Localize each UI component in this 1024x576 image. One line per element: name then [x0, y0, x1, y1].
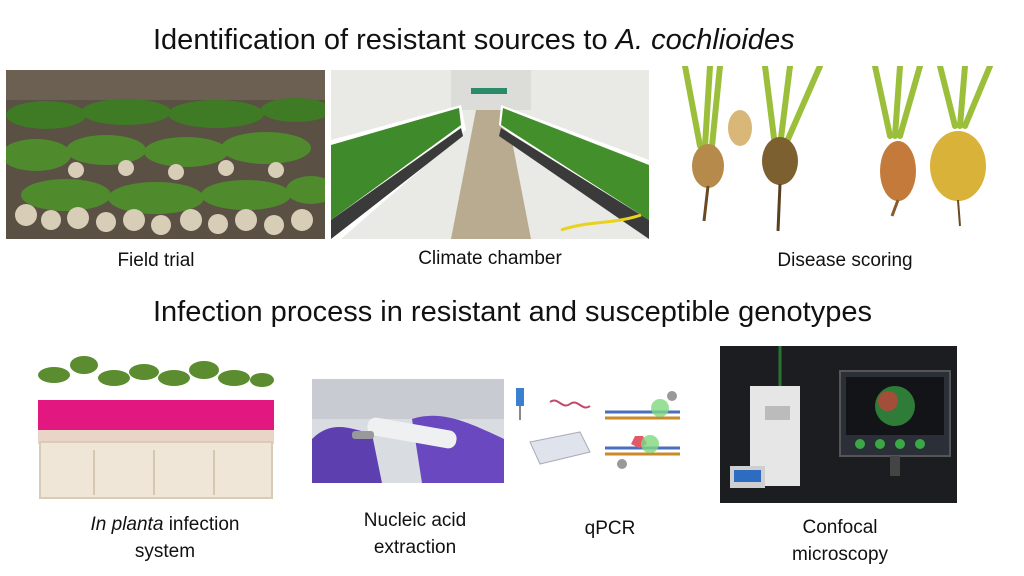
confocal-microscopy-photo: [720, 346, 957, 503]
disease-scoring-photo: [660, 66, 1020, 242]
confocal-caption-line1: Confocal: [802, 517, 878, 538]
confocal-caption-line2: microscopy: [791, 544, 889, 565]
qpcr-illustration: [510, 382, 686, 478]
in-planta-caption-line2: system: [134, 541, 196, 562]
disease-scoring-caption: Disease scoring: [777, 250, 913, 271]
section2-title: Infection process in resistant and susce…: [153, 296, 872, 328]
nucleic-acid-caption-line2: extraction: [373, 537, 457, 558]
climate-chamber-photo: [331, 70, 649, 239]
climate-chamber-caption: Climate chamber: [418, 248, 562, 269]
nucleic-acid-photo: [312, 379, 504, 483]
section1-title: Identification of resistant sources to A…: [153, 24, 795, 57]
in-planta-caption-line1: In planta infection: [60, 511, 270, 538]
confocal-caption: Confocal microscopy: [765, 514, 915, 568]
section1-title-species: A. cochlioides: [615, 24, 795, 56]
field-trial-photo: [6, 70, 325, 239]
in-planta-caption-rest: infection: [163, 514, 240, 535]
nucleic-acid-caption: Nucleic acid extraction: [340, 507, 490, 561]
nucleic-acid-caption-line1: Nucleic acid: [363, 510, 467, 531]
qpcr-caption: qPCR: [584, 518, 636, 539]
field-trial-caption: Field trial: [117, 250, 195, 271]
in-planta-caption-italic: In planta: [90, 514, 164, 535]
section1-title-prefix: Identification of resistant sources to: [153, 24, 616, 56]
in-planta-photo: [34, 350, 278, 502]
in-planta-caption: In planta infection system: [60, 511, 270, 565]
